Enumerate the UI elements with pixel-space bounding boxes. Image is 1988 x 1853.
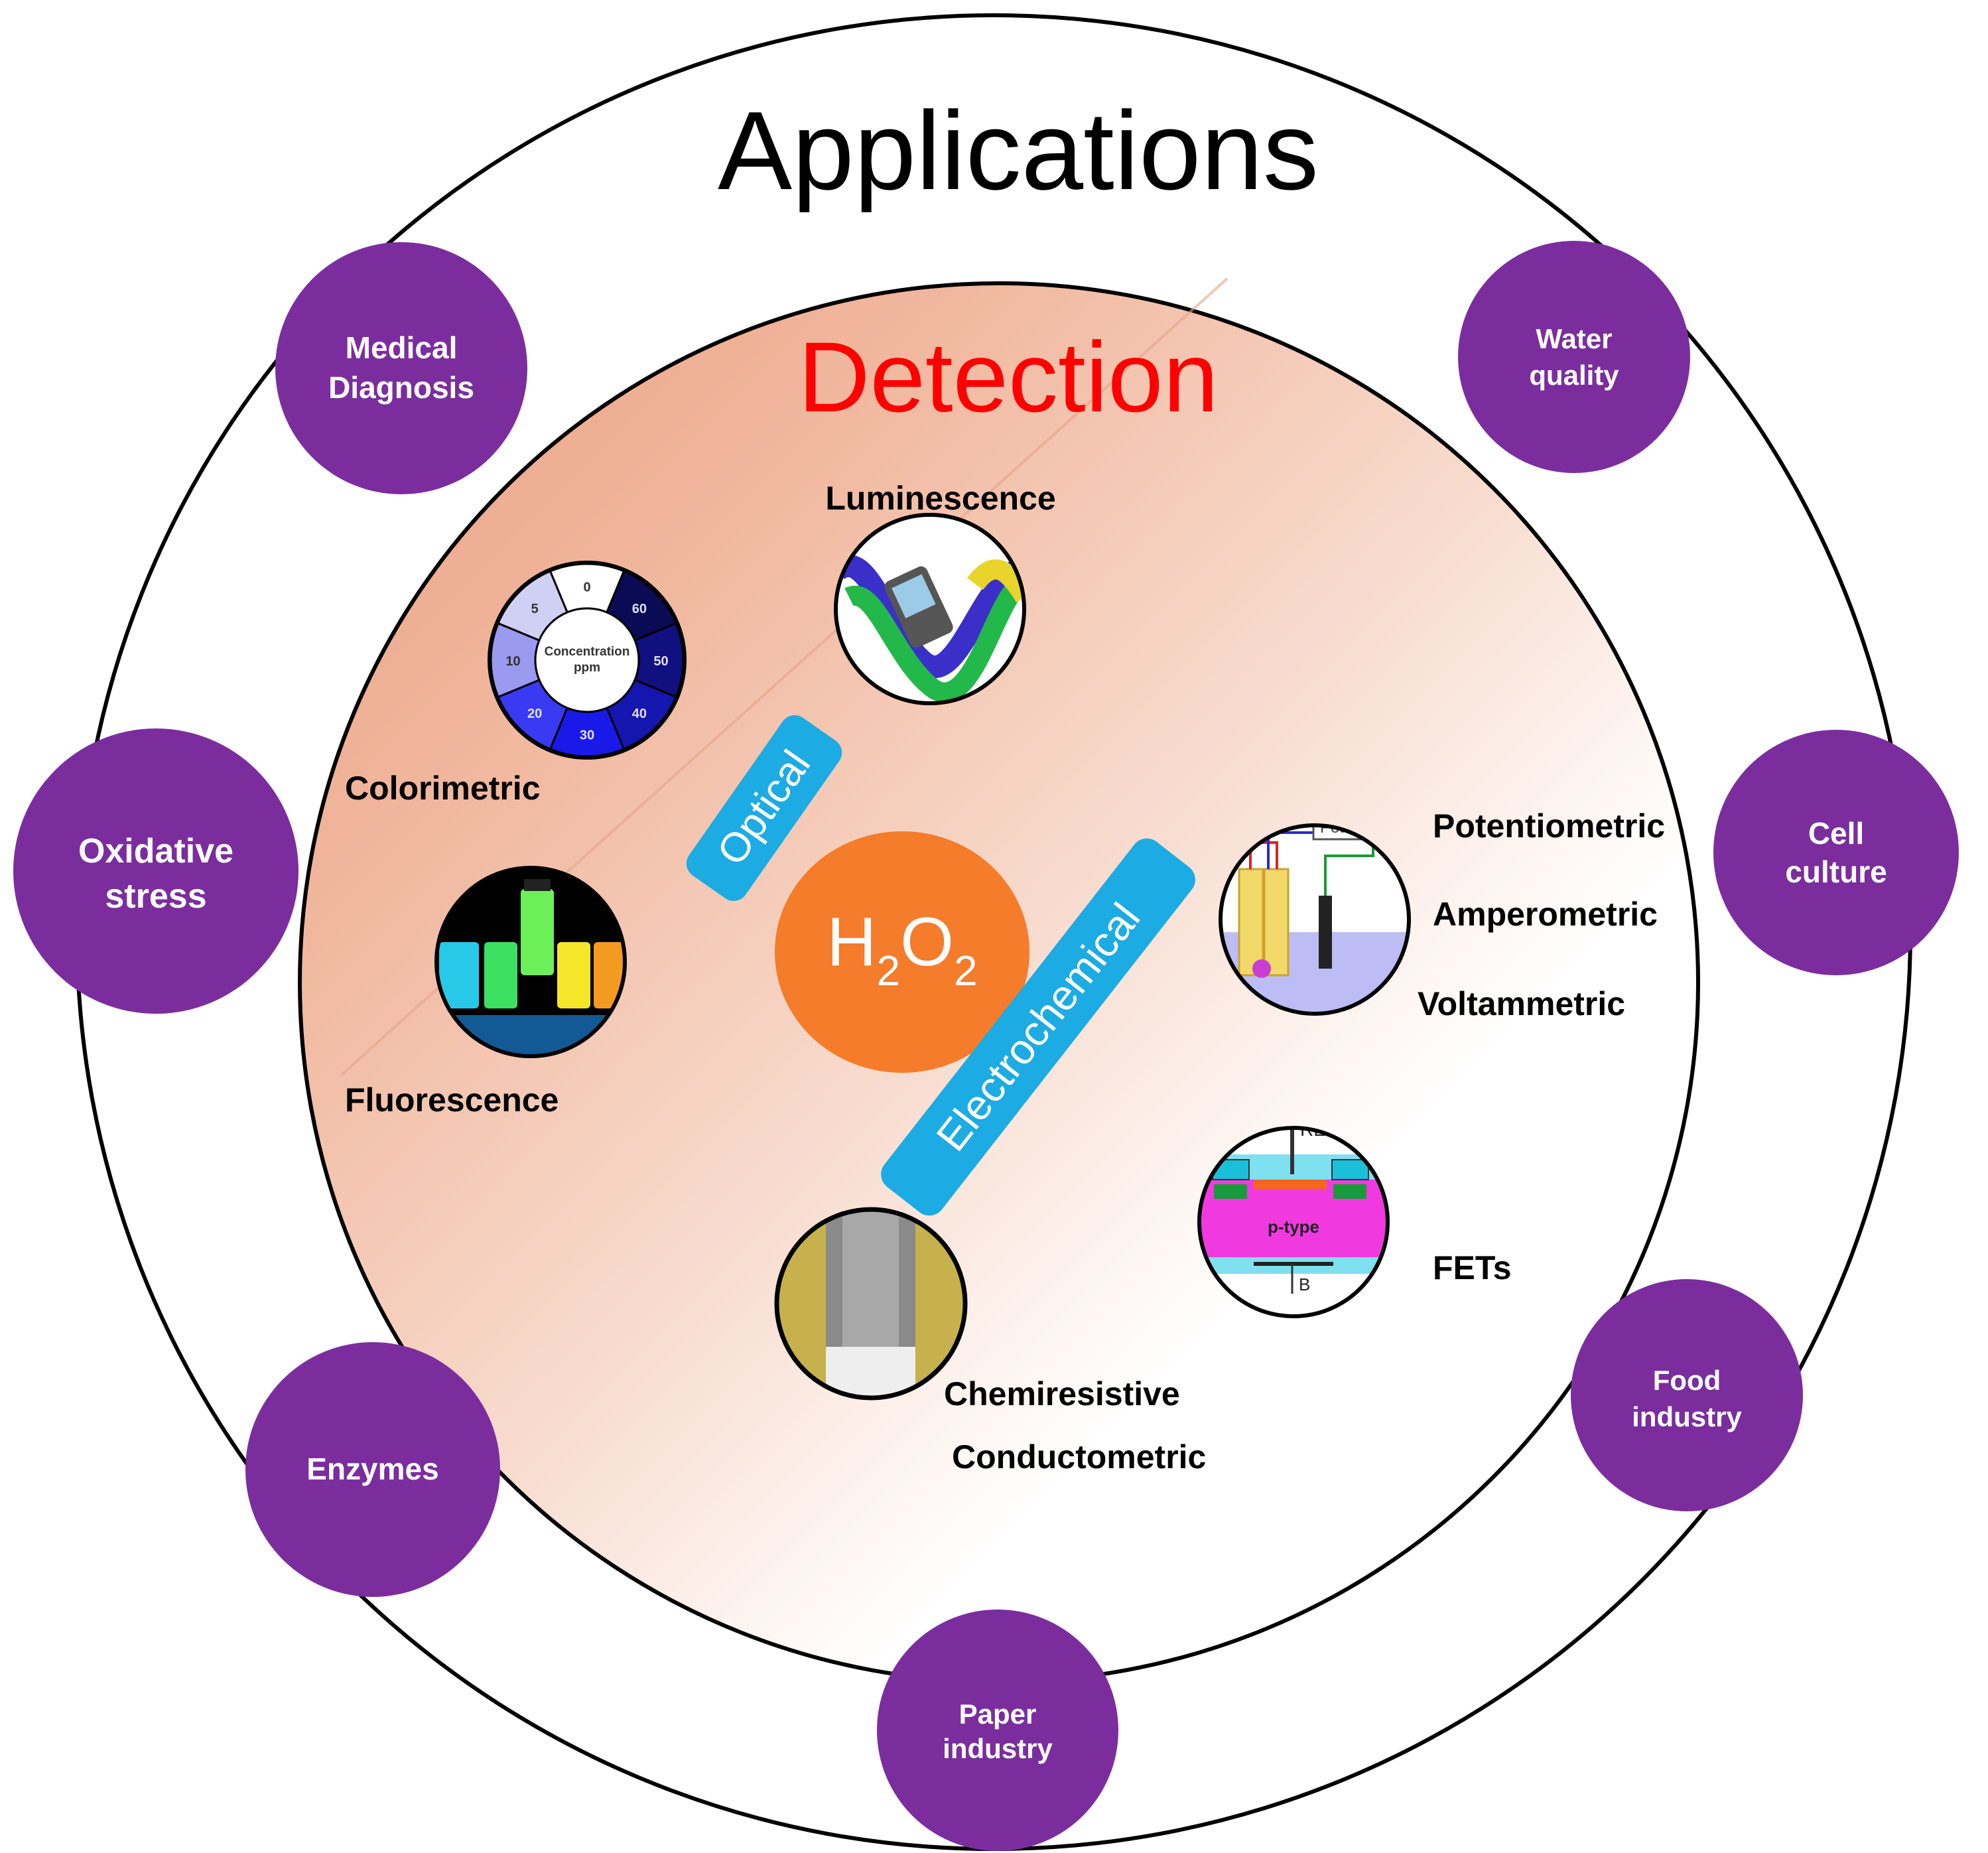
- app-label-line: Cell: [1808, 816, 1864, 851]
- fet-ptype-label: p-type: [1268, 1217, 1319, 1237]
- app-label-line: culture: [1785, 855, 1887, 889]
- app-label-line: stress: [105, 877, 206, 916]
- detection-title: Detection: [798, 321, 1219, 433]
- app-label-line: industry: [943, 1733, 1053, 1764]
- method-luminescence: Luminescence: [825, 480, 1055, 517]
- app-label-line: Oxidative: [78, 832, 233, 870]
- wheel-segment-label: 20: [527, 707, 542, 721]
- colorimetric-wheel-icon: 0 60 50 40 30 20 10 5 Concentration ppm: [488, 561, 687, 760]
- applications-title: Applications: [718, 88, 1319, 213]
- fet-b-label: B: [1299, 1274, 1310, 1294]
- method-fets: FETs: [1433, 1249, 1512, 1286]
- h2o2-center: H2O2: [775, 831, 1029, 1073]
- app-enzymes: Enzymes: [245, 1342, 500, 1597]
- wheel-segment-label: 50: [653, 654, 668, 669]
- wheel-center-unit: ppm: [574, 661, 600, 675]
- app-label-line: Medical: [346, 330, 458, 365]
- fet-icon: RE B p-type: [1197, 1126, 1390, 1318]
- app-label-line: Water: [1536, 323, 1612, 354]
- app-label-line: Paper: [959, 1698, 1037, 1730]
- wheel-segment-label: 5: [531, 602, 539, 616]
- app-label-line: quality: [1529, 360, 1619, 391]
- wheel-segment-label: 30: [580, 728, 594, 743]
- app-cell-culture: Cell culture: [1713, 730, 1959, 975]
- method-potentiometric: Potentiometric: [1433, 807, 1665, 845]
- wheel-segment-label: 10: [505, 654, 520, 669]
- app-oxidative-stress: Oxidative stress: [13, 728, 298, 1014]
- method-fluorescence: Fluorescence: [345, 1081, 559, 1119]
- wheel-segment-label: 60: [632, 602, 647, 616]
- luminescence-icon: [834, 513, 1026, 705]
- app-water-quality: Water quality: [1458, 241, 1690, 473]
- method-colorimetric: Colorimetric: [345, 770, 541, 807]
- app-paper-industry: Paper industry: [877, 1610, 1118, 1851]
- app-food-industry: Food industry: [1571, 1279, 1803, 1511]
- app-label-line: Diagnosis: [328, 370, 474, 405]
- app-medical-diagnosis: Medical Diagnosis: [275, 242, 527, 494]
- wheel-segment-label: 40: [632, 707, 647, 721]
- svg-text:H2O2: H2O2: [827, 904, 977, 995]
- app-label-line: industry: [1632, 1401, 1742, 1432]
- method-amperometric: Amperometric: [1433, 896, 1658, 933]
- method-voltammetric: Voltammetric: [1418, 985, 1625, 1022]
- method-conductometric: Conductometric: [952, 1438, 1206, 1476]
- app-label-line: Food: [1653, 1365, 1721, 1396]
- wheel-segment-label: 0: [583, 581, 590, 595]
- app-label-line: Enzymes: [306, 1452, 438, 1486]
- wheel-center-label: Concentration: [545, 645, 630, 659]
- method-chemiresistive: Chemiresistive: [944, 1375, 1180, 1412]
